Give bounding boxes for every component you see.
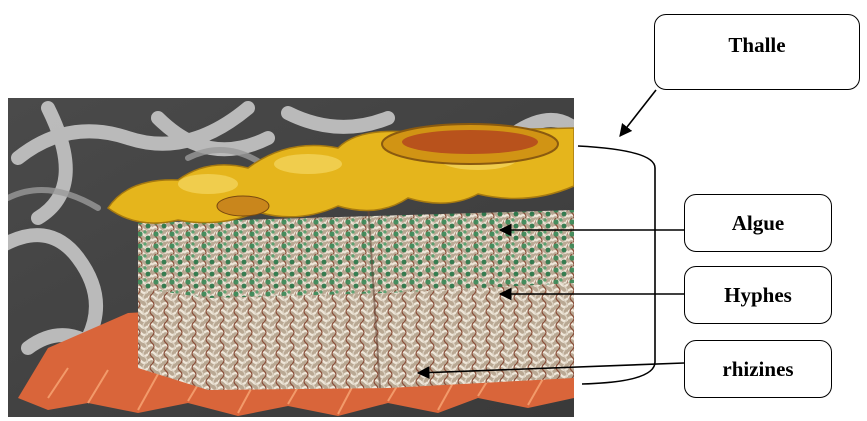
hyphes-label: Hyphes <box>684 266 832 324</box>
algue-label: Algue <box>684 194 832 252</box>
lichen-illustration <box>8 98 574 417</box>
thalle-label: Thalle <box>654 14 860 90</box>
thallus-bracket <box>578 146 655 384</box>
thalle-arrow <box>620 90 656 136</box>
rhizines-label: rhizines <box>684 340 832 398</box>
